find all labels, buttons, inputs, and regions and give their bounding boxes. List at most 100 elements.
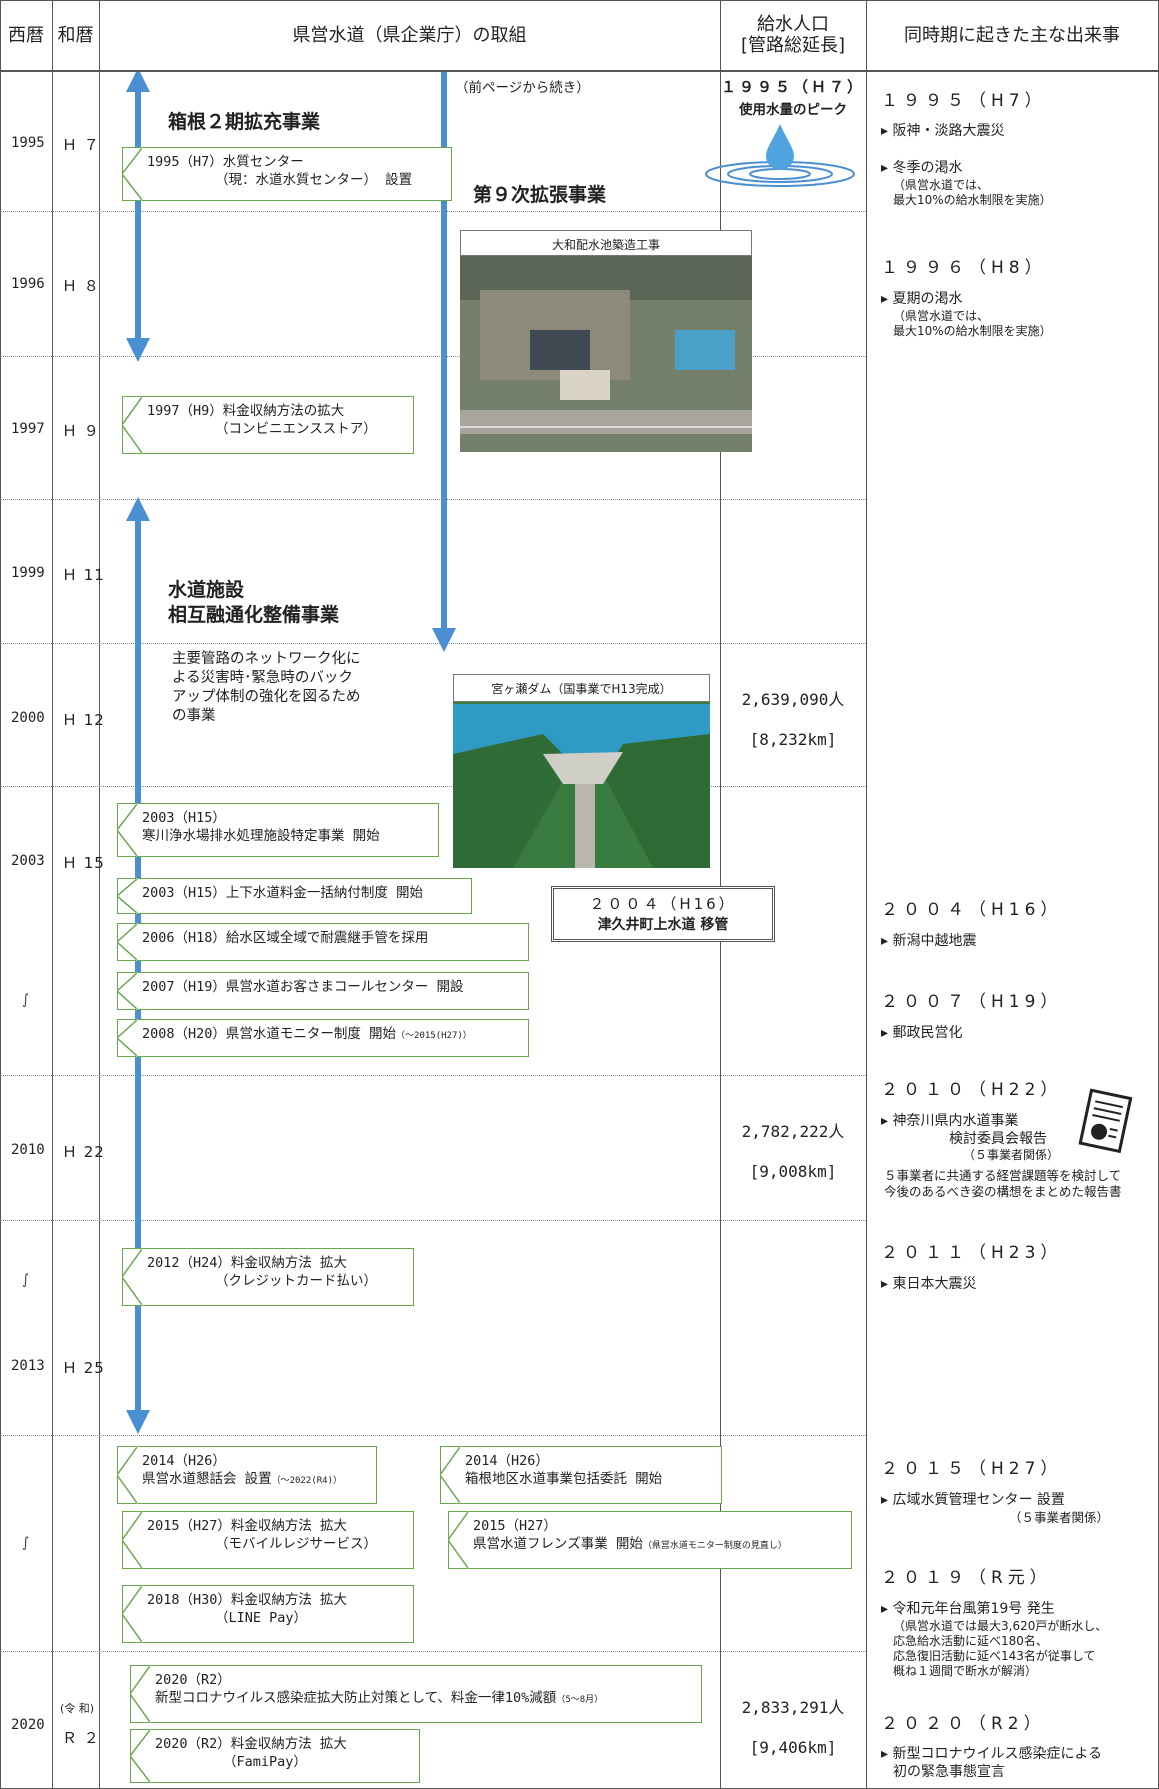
callout-pointer <box>117 1020 137 1056</box>
event-note: 最大10%の給水制限を実施） <box>893 192 1052 207</box>
callout-pointer <box>122 1586 142 1642</box>
callout-line: 2003（H15） <box>142 810 226 826</box>
event-item: ▸ 神奈川県内水道事業 検討委員会報告 （５事業者関係） <box>881 1113 1059 1163</box>
water-drop-icon <box>700 122 860 194</box>
event-desc-line: ５事業者に共通する経営課題等を検討して <box>884 1168 1122 1183</box>
header-era: 和暦 <box>57 24 94 46</box>
callout-line: 2006（H18）給水区域全域で耐震継手管を採用 <box>142 930 429 946</box>
peak-year: １９９５（Ｈ７） <box>720 78 865 96</box>
callout-2020-famipay: 2020（R2）料金収納方法 拡大 （FamiPay） <box>130 1729 420 1783</box>
miyagase-dam-photo: 宮ヶ瀬ダム（国事業でH13完成） <box>453 674 710 868</box>
header-initiatives: 県営水道（県企業庁）の取組 <box>292 24 527 46</box>
mutual-project-title: 水道施設 相互融通化整備事業 <box>168 578 339 627</box>
event-item: ▸ 阪神・淡路大震災 <box>881 123 1005 139</box>
ellipsis-mark: ∫ <box>22 1272 30 1288</box>
pipeline-2000: [8,232km] <box>749 730 837 749</box>
callout-note: （～2015(H27)） <box>396 1031 472 1041</box>
era-cell: Ｈ 11 <box>62 566 105 584</box>
event-note: 応急給水活動に延べ180名、 <box>893 1633 1048 1648</box>
event-year: ２０１５（H27） <box>881 1459 1063 1479</box>
dam-photo-illustration <box>453 674 710 868</box>
callout-pointer <box>130 1730 150 1782</box>
year-cell: 1999 <box>11 565 45 581</box>
callout-2008-monitor-system: 2008（H20）県営水道モニター制度 開始（～2015(H27)） <box>117 1019 529 1057</box>
callout-2012-credit-card: 2012（H24）料金収納方法 拡大 （クレジットカード払い） <box>122 1248 414 1306</box>
callout-text: 2008（H20）県営水道モニター制度 開始 <box>142 1026 397 1042</box>
callout-line: 2014（H26） <box>465 1453 549 1469</box>
event-note: （５事業者関係） <box>963 1148 1060 1162</box>
header-population: 給水人口 [管路総延長] <box>720 0 866 72</box>
callout-1995-water-quality-center: 1995（H7）水質センター （現：水道水質センター） 設置 <box>122 147 452 201</box>
callout-note: （県営水道モニター制度の見直し） <box>642 1540 787 1551</box>
callout-2003-samukawa: 2003（H15） 寒川浄水場排水処理施設特定事業 開始 <box>117 803 439 857</box>
era-cell: Ｈ 12 <box>62 711 105 729</box>
header-events: 同時期に起きた主な出来事 <box>904 24 1120 46</box>
report-document-icon <box>1075 1088 1137 1162</box>
event-title: ▸ 広域水質管理センター 設置 <box>881 1492 1065 1508</box>
year-cell: 2003 <box>11 853 45 869</box>
event-year: ２０２０（R2） <box>881 1714 1046 1734</box>
pipeline-2020: [9,406km] <box>749 1738 837 1757</box>
era-cell: Ｈ 25 <box>62 1359 105 1377</box>
callout-text: 新型コロナウイルス感染症拡大防止対策として、料金一律10%減額 <box>155 1689 557 1706</box>
year-cell: 2000 <box>11 710 45 726</box>
callout-text: 県営水道懇話会 設置 <box>142 1470 272 1487</box>
callout-line: （コンビニエンスストア） <box>215 420 377 437</box>
callout-line: （LINE Pay） <box>215 1609 308 1626</box>
event-title: ▸ 夏期の渇水 <box>881 291 963 307</box>
hakone-project-title: 箱根２期拡充事業 <box>168 111 321 133</box>
era-cell: Ｈ ９ <box>62 422 100 440</box>
callout-line: 新型コロナウイルス感染症拡大防止対策として、料金一律10%減額（5～8月） <box>155 1690 691 1708</box>
mutual-desc-line: の事業 <box>172 707 216 724</box>
header-population-line2: [管路総延長] <box>740 35 846 56</box>
callout-line: 県営水道フレンズ事業 開始（県営水道モニター制度の見直し） <box>473 1536 841 1554</box>
callout-line: 箱根地区水道事業包括委託 開始 <box>465 1470 663 1487</box>
callout-2006-seismic-pipes: 2006（H18）給水区域全域で耐震継手管を採用 <box>117 923 529 961</box>
callout-line: 2007（H19）県営水道お客さまコールセンター 開設 <box>142 979 464 995</box>
event-item: ▸ 新潟中越地震 <box>881 933 977 949</box>
population-2020: 2,833,291人 <box>741 1698 845 1717</box>
event-title: ▸ 新型コロナウイルス感染症による <box>881 1746 1103 1762</box>
event-year: ２０１９（R元） <box>881 1568 1052 1588</box>
era-cell: Ｈ ８ <box>62 277 100 295</box>
callout-line: 寒川浄水場排水処理施設特定事業 開始 <box>142 827 380 844</box>
population-2000: 2,639,090人 <box>741 690 845 709</box>
callout-pointer <box>117 1447 137 1503</box>
callout-line: 2003（H15）上下水道料金一括納付制度 開始 <box>142 885 424 901</box>
era-cell: Ｈ 15 <box>62 854 105 872</box>
event-description: ５事業者に共通する経営課題等を検討して 今後のあるべき姿の構想をまとめた報告書 <box>884 1168 1122 1201</box>
callout-line: （モバイルレジサービス） <box>215 1535 377 1552</box>
event-title: ▸ 神奈川県内水道事業 <box>881 1113 1019 1129</box>
ellipsis-mark: ∫ <box>22 992 30 1008</box>
header-year: 西暦 <box>8 24 44 46</box>
event-desc-line: 今後のあるべき姿の構想をまとめた報告書 <box>884 1184 1122 1200</box>
era-cell: Ｈ 22 <box>62 1143 105 1161</box>
callout-pointer <box>448 1512 468 1568</box>
callout-pointer <box>122 148 142 200</box>
aerial-photo-illustration <box>460 230 752 452</box>
event-item: ▸ 郵政民営化 <box>881 1025 963 1041</box>
callout-pointer <box>117 804 137 856</box>
pipeline-2010: [9,008km] <box>749 1162 837 1181</box>
mutual-project-description: 主要管路のネットワーク化に よる災害時･緊急時のバック アップ体制の強化を図るた… <box>172 650 361 725</box>
photo-caption: 大和配水池築造工事 <box>460 230 752 256</box>
header-population-line1: 給水人口 <box>757 14 829 36</box>
event-year: １９９５（H7） <box>881 91 1047 111</box>
callout-line: 2015（H27）料金収納方法 拡大 <box>147 1518 348 1534</box>
event-item: ▸ 冬季の渇水 （県営水道では、 最大10%の給水制限を実施） <box>881 160 1052 208</box>
callout-line: 県営水道懇話会 設置（～2022(R4)） <box>142 1471 366 1489</box>
mutual-title-line2: 相互融通化整備事業 <box>168 603 340 626</box>
callout-line: （現：水道水質センター） 設置 <box>215 171 413 188</box>
callout-pointer <box>117 924 137 960</box>
ninth-project-title: 第９次拡張事業 <box>473 184 607 206</box>
year-cell: 1996 <box>11 276 45 292</box>
event-note: （県営水道では、 <box>893 177 990 192</box>
event-title: ▸ 令和元年台風第19号 発生 <box>881 1601 1055 1617</box>
event-note: （５事業者関係） <box>1009 1509 1110 1525</box>
callout-line: 1997（H9）料金収納方法の拡大 <box>147 403 345 419</box>
callout-line: （FamiPay） <box>223 1753 307 1770</box>
callout-2020-fee-reduction: 2020（R2） 新型コロナウイルス感染症拡大防止対策として、料金一律10%減額… <box>130 1665 702 1723</box>
transfer-box: ２００４（H16） 津久井町上水道 移管 <box>551 886 775 942</box>
callout-line: （クレジットカード払い） <box>215 1272 377 1289</box>
event-year: ２００７（H19） <box>881 992 1063 1012</box>
